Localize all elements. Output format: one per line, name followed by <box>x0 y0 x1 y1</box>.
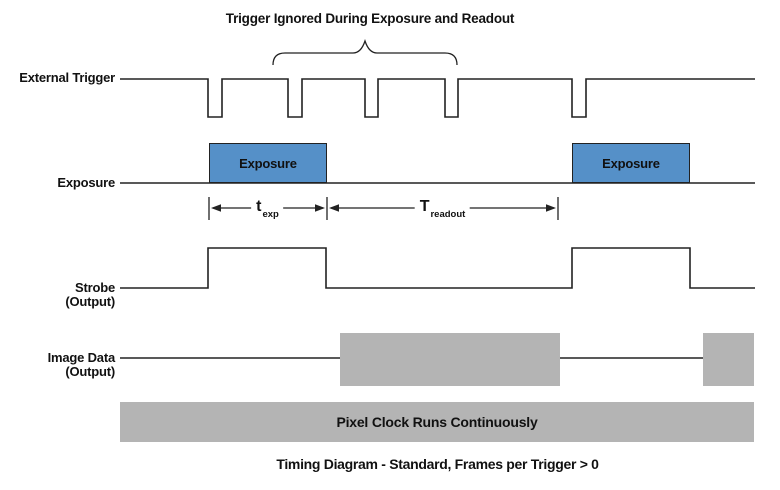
exposure-block-2-label: Exposure <box>602 155 660 171</box>
strobe-waveform <box>120 247 755 289</box>
t-readout-base: T <box>419 198 430 215</box>
image-data-block-1 <box>340 333 560 386</box>
external-trigger-label: External Trigger <box>19 70 115 85</box>
arrowhead-left-treadout <box>329 204 339 212</box>
exposure-block-1: Exposure <box>209 143 327 183</box>
image-data-label-main: Image Data <box>47 350 116 365</box>
image-data-label-output: (Output) <box>65 363 115 379</box>
t-readout-sub: readout <box>430 209 466 221</box>
t-readout-label: Treadout <box>414 194 470 221</box>
diagram-caption: Timing Diagram - Standard, Frames per Tr… <box>276 456 599 472</box>
dimension-ticks <box>208 197 559 220</box>
pixel-clock-label: Pixel Clock Runs Continuously <box>336 414 538 430</box>
trigger-ignored-annotation: Trigger Ignored During Exposure and Read… <box>225 11 515 26</box>
image-data-label: Image Data (Output) <box>0 350 116 379</box>
ignored-trigger-brace <box>272 38 458 66</box>
t-exp-sub: exp <box>262 209 279 221</box>
strobe-label-main: Strobe <box>75 280 115 295</box>
pixel-clock-bar: Pixel Clock Runs Continuously <box>120 402 754 442</box>
arrowhead-left-texp <box>211 204 221 212</box>
arrowhead-right-treadout <box>546 204 556 212</box>
exposure-block-1-label: Exposure <box>239 155 297 171</box>
external-trigger-waveform <box>120 78 755 118</box>
image-data-block-2 <box>703 333 754 386</box>
t-exp-label: texp <box>251 194 283 220</box>
strobe-label: Strobe (Output) <box>0 281 115 308</box>
exposure-block-2: Exposure <box>572 143 690 183</box>
t-exp-base: t <box>256 198 262 215</box>
exposure-label: Exposure <box>57 175 115 190</box>
arrowhead-right-texp <box>315 204 325 212</box>
strobe-label-output: (Output) <box>65 293 115 309</box>
